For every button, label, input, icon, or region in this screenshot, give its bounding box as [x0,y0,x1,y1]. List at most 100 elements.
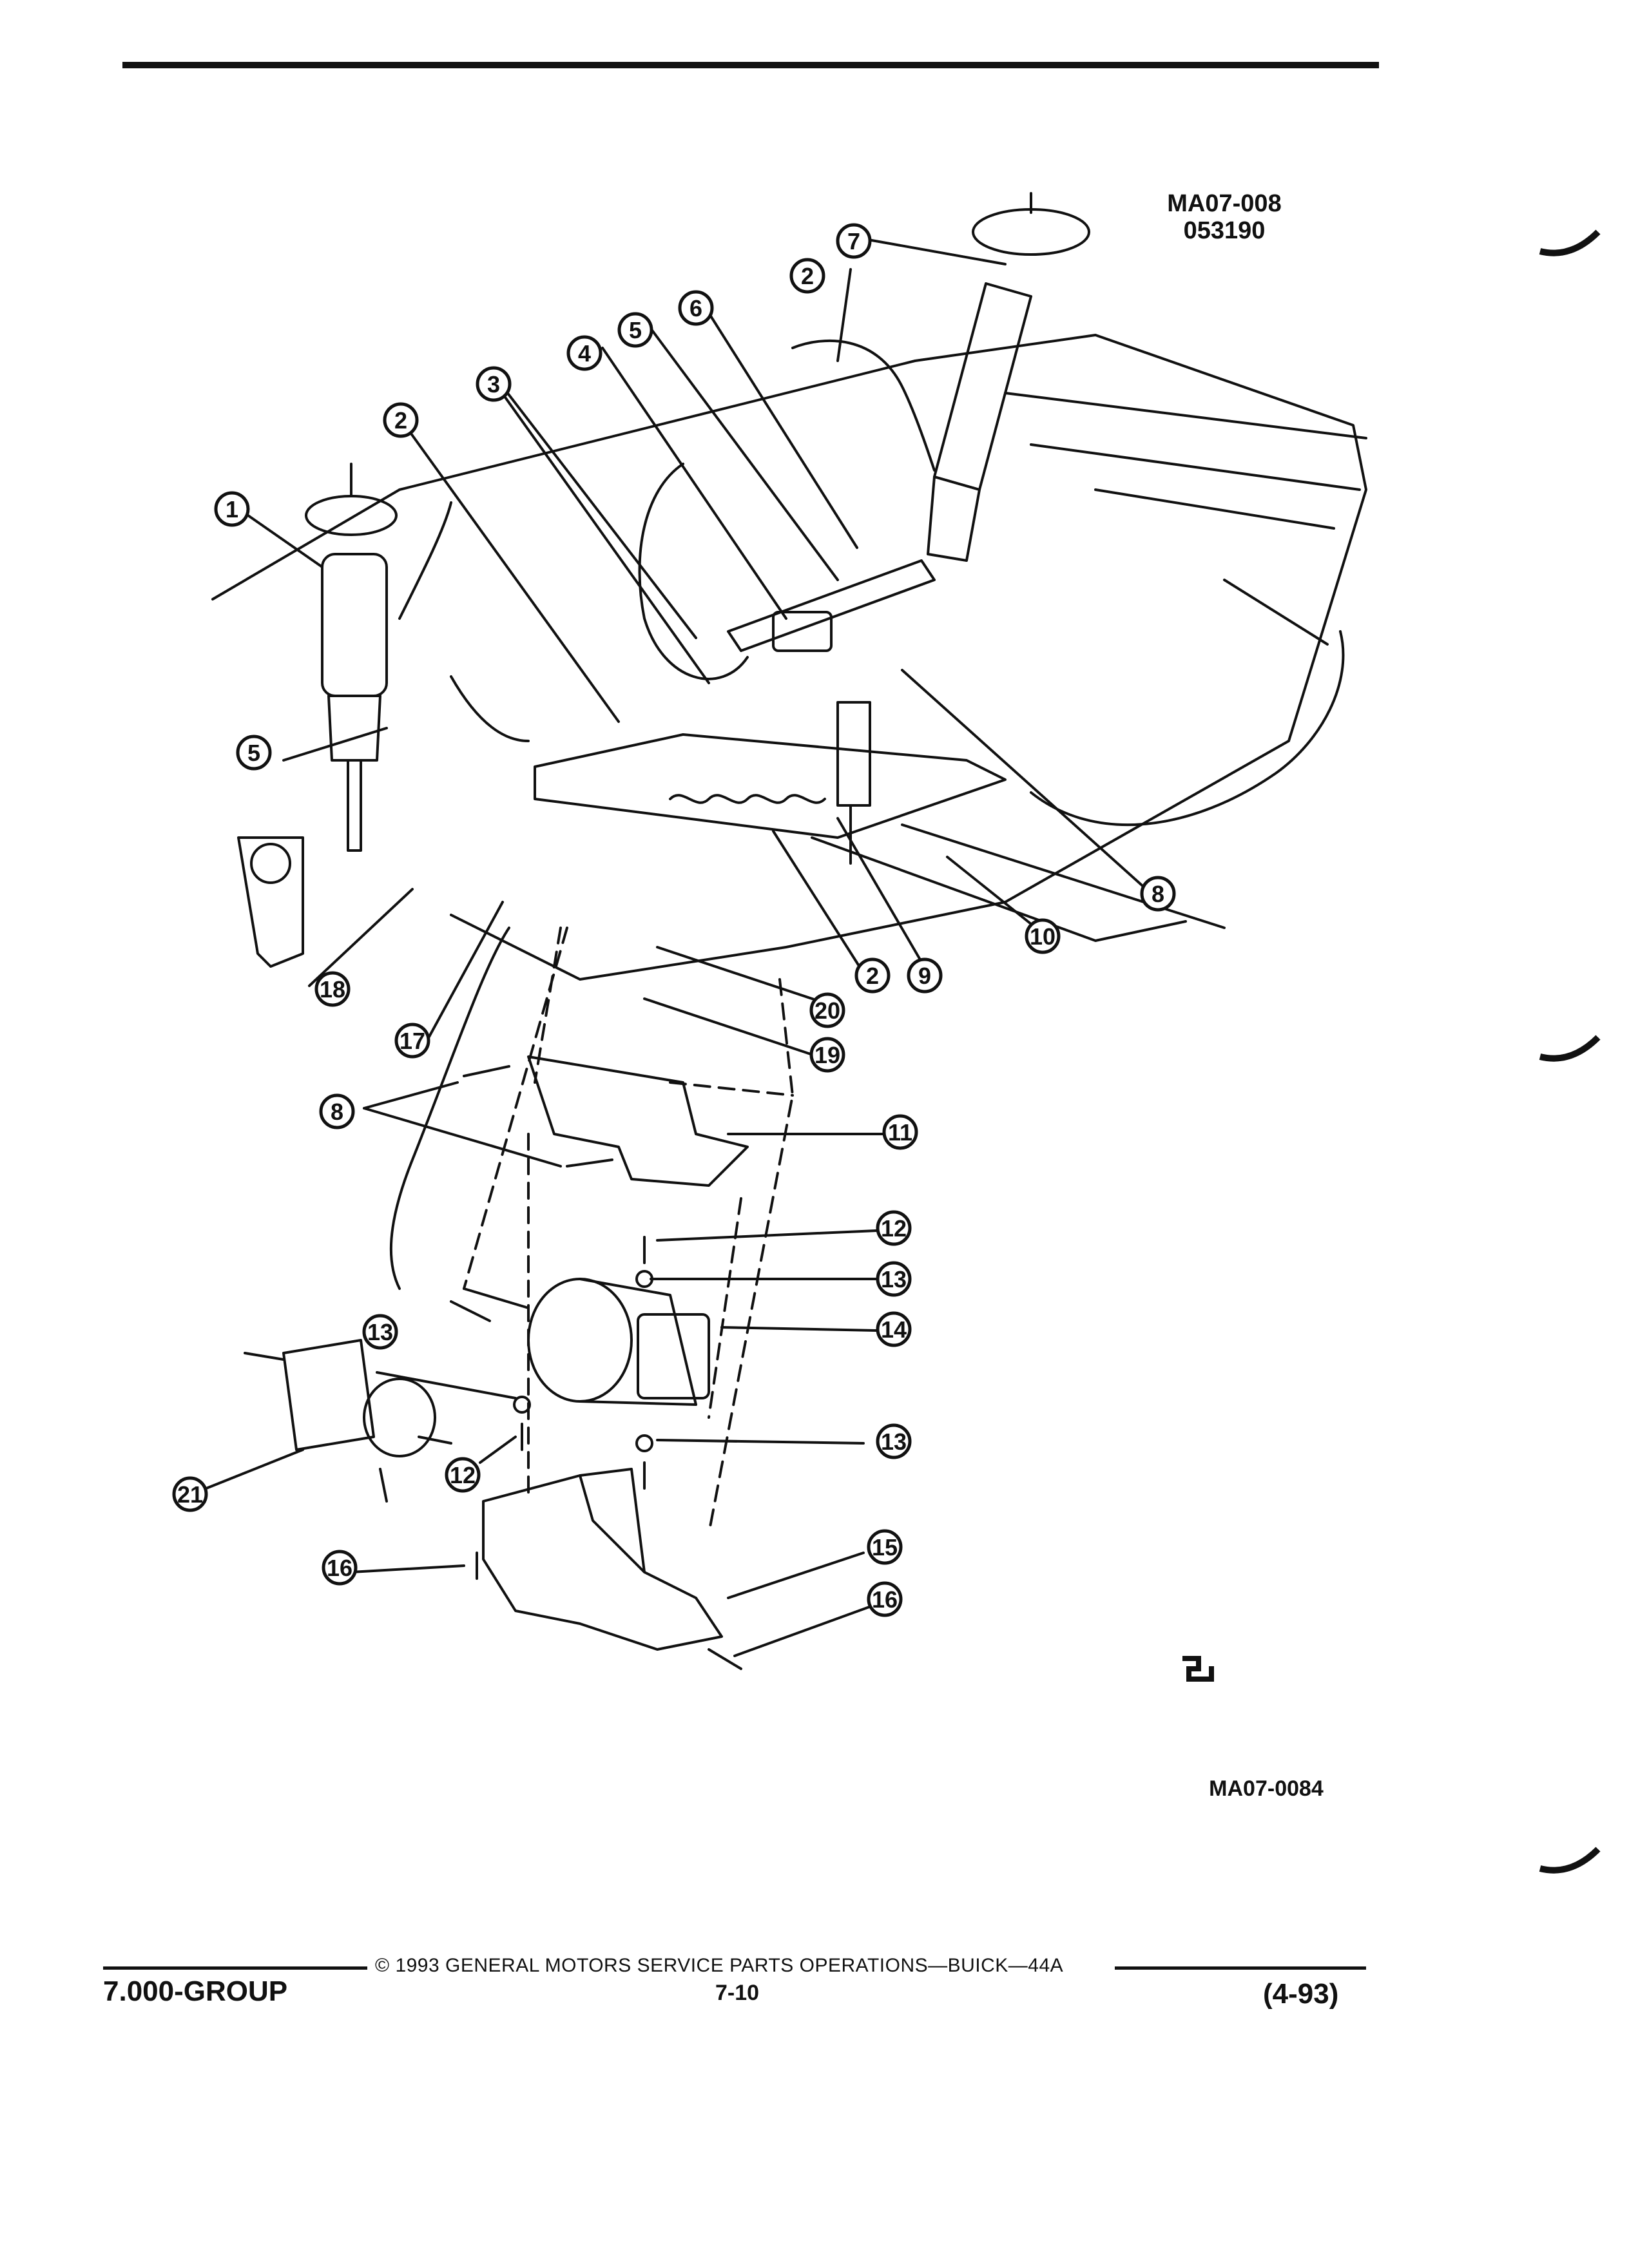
frame-outline [211,334,1367,981]
tailpipe-area [1030,630,1345,827]
callout-label: 15 [872,1534,898,1561]
right-shock-mount [972,208,1090,256]
bolt-8b [566,1158,613,1168]
callout-badge [854,957,891,994]
callout-badge [319,1093,355,1129]
callout-badge [566,335,602,371]
callout-badge [876,1423,912,1459]
skid-shield [482,1468,723,1651]
coil-spring [669,794,826,804]
leaders [205,237,1155,1657]
callout-label: 9 [918,963,931,989]
footer-page-number: 7-10 [715,1981,760,2005]
compressor-motor [527,1278,633,1403]
height-sensor [836,701,871,807]
figure-ref: MA07-008 [1167,190,1282,217]
floor-pan [1004,392,1367,646]
callout-label: 2 [394,407,407,434]
callout-label: 11 [888,1119,912,1146]
callout-label: 14 [881,1316,907,1343]
callout-badge [445,1457,481,1493]
compressor-hose [450,1287,530,1322]
callout-label: 16 [327,1555,352,1581]
callout-label: 16 [872,1586,898,1613]
callout-badge [789,258,825,294]
footer-copyright: © 1993 GENERAL MOTORS SERVICE PARTS OPER… [375,1955,1064,1976]
callout-badge [809,1037,845,1073]
callout-badge [476,366,512,402]
callout-badge [836,223,872,259]
callout-label: 13 [881,1266,907,1293]
callout-badge [876,1311,912,1347]
callout-label: 5 [629,317,642,343]
rail [811,823,1226,942]
callout-label: 7 [847,228,860,255]
callout-badge [322,1550,358,1586]
bolt-8a [463,1065,510,1077]
left-shock-body [321,553,388,697]
air-line-left [398,501,530,742]
callout-badge [214,491,250,527]
footer-rule-left [103,1966,367,1970]
figure-date: 053190 [1183,217,1266,244]
right-shock-boot [927,476,981,562]
left-shock-mount [305,495,398,536]
callout-badge [867,1529,903,1565]
callout-badge [1140,876,1176,912]
air-line-right [791,339,936,472]
callout-badge [172,1476,208,1512]
callout-label: 6 [689,295,702,322]
harness-bracket [727,559,936,652]
callout-badge [394,1023,430,1059]
solenoid-body [282,1339,375,1451]
top-rule [122,62,1379,68]
callout-label: 2 [801,263,814,289]
callout-badge [907,957,943,994]
solenoid-fitting [244,1352,452,1503]
callout-label: 8 [331,1099,343,1125]
left-shock-rod [347,759,362,852]
callout-badge [882,1114,918,1150]
callout-label: 8 [1152,881,1164,907]
footer-revision: (4-93) [1263,1978,1339,2010]
bolt-16b [708,1648,742,1670]
left-shock-boot [327,695,381,762]
compressor-body [579,1278,697,1406]
air-line-loop [638,463,749,680]
callout-label: 12 [450,1462,476,1488]
callout-badge [876,1261,912,1297]
footer-group: 7.000-GROUP [103,1975,288,2007]
callout-label: 18 [320,976,345,1003]
callout-label: 12 [881,1215,907,1242]
cross-member [534,733,1007,839]
callout-label: 2 [866,963,879,989]
air-line-main [389,927,510,1290]
callout-label: 10 [1030,923,1055,950]
alignment-lines [463,927,794,1535]
callout-label: 20 [815,997,840,1024]
callout-label: 5 [247,740,260,766]
figure-id: MA07-0084 [1209,1776,1324,1801]
gm-mark [1182,1656,1214,1682]
callout-badge [809,992,845,1028]
solenoid-coil [363,1378,436,1457]
callout-label: 13 [367,1319,393,1345]
right-shock-body [933,282,1032,491]
harness-connector [772,611,833,652]
callout-label: 13 [881,1428,907,1455]
footer-rule-right [1115,1966,1366,1970]
callout-label: 3 [487,371,500,398]
compressor-head [637,1313,710,1399]
callout-badge [678,290,714,326]
callout-badge [383,402,419,438]
callout-label: 17 [400,1028,425,1054]
callout-badge [362,1314,398,1350]
callout-badge [314,971,351,1007]
binder-hole-marks [1539,229,1601,1874]
callout-badge [876,1210,912,1246]
callout-badge [236,735,272,771]
left-bracket [237,836,304,968]
callout-label: 1 [226,496,238,523]
callout-badge [1025,918,1061,954]
